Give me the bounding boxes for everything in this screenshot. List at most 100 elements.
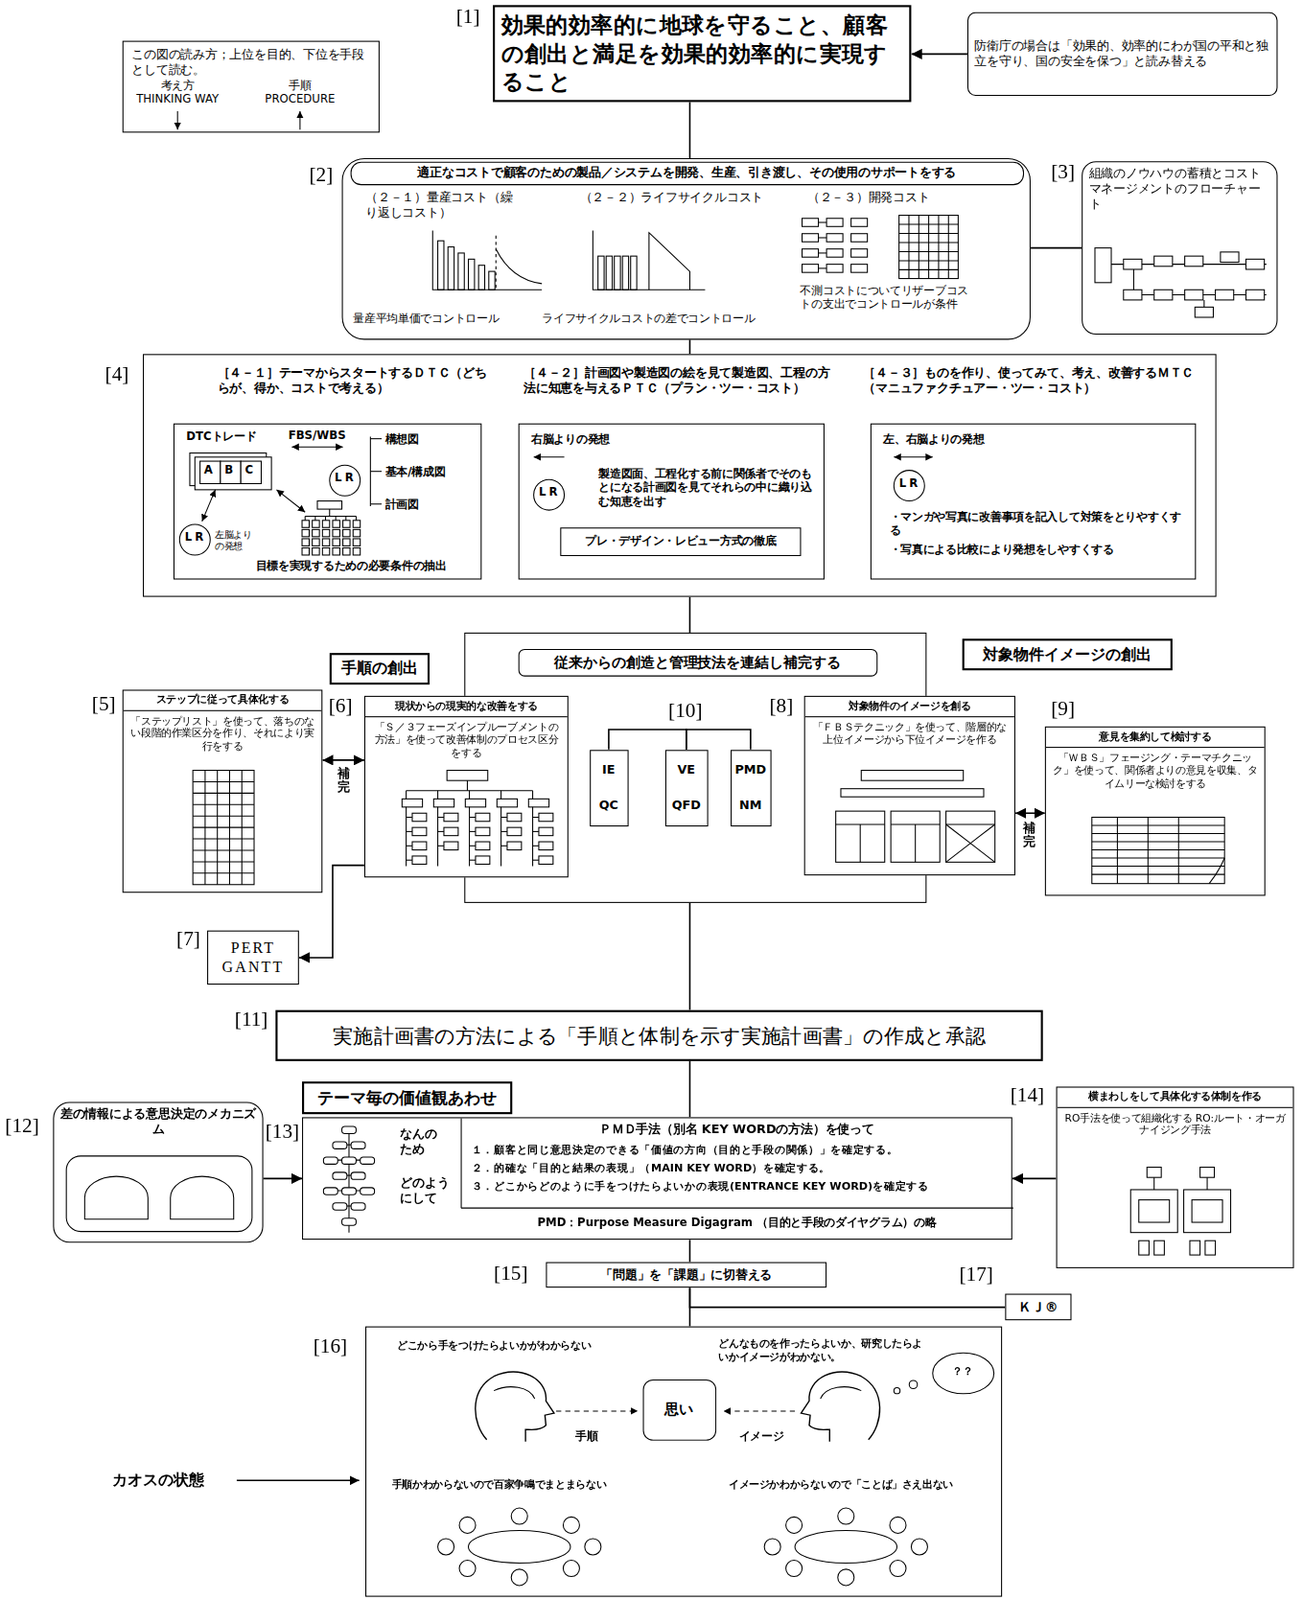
figure-rect (342, 519, 350, 527)
connector (263, 1178, 303, 1181)
callout-number: [15] (493, 1260, 528, 1284)
figure-rect (342, 1187, 357, 1195)
node-text: どのようにして (399, 1175, 453, 1207)
process-box: 従来からの創造と管理技法を連結し補完する (517, 648, 878, 676)
figure-line (369, 436, 371, 506)
figure-line (1092, 874, 1225, 876)
figure-rect (352, 529, 360, 536)
figure-line (1092, 849, 1225, 851)
figure-rect (1246, 289, 1265, 301)
figure-rect (443, 827, 459, 837)
bar (468, 258, 475, 290)
figure-line (818, 252, 828, 254)
figure-rect (1154, 1240, 1165, 1256)
node-text: 構想図 (385, 432, 478, 447)
figure-line (501, 845, 508, 847)
connector (689, 1061, 692, 1118)
person-head (786, 1560, 803, 1578)
node-text: RO手法を使って組織化する RO:ルート・オーガナイジング手法 (1063, 1112, 1287, 1139)
process-box: プレ・デザイン・レビュー方式の徹底 (559, 527, 801, 557)
node-text: ＫＪ® (1012, 1299, 1065, 1316)
figure-rect (1220, 252, 1239, 263)
figure-line (899, 251, 959, 253)
figure-rect (412, 813, 427, 822)
card-letter: C (244, 464, 254, 477)
person-head (910, 1538, 928, 1556)
callout-number: [4] (105, 362, 130, 386)
process-box: PMDNM (730, 749, 772, 827)
figure-line (299, 111, 301, 130)
callout-number: [14] (1010, 1083, 1045, 1107)
figure-line (1147, 817, 1149, 885)
figure-line (339, 1175, 358, 1177)
figure-line (370, 438, 382, 440)
brain-letter: L (899, 477, 907, 490)
step-grid (192, 770, 255, 885)
figure-line (1133, 294, 1266, 296)
figure-rect (302, 537, 309, 545)
figure-rect (1205, 1240, 1216, 1256)
figure-rect (1191, 1200, 1223, 1223)
node-text: 「ステップリスト」を使って、落ちのない段階的作業区分を作り、それにより実行をする (129, 715, 316, 754)
figure-line (438, 831, 444, 833)
node-text: イメージ (739, 1429, 801, 1444)
figure-line (276, 488, 305, 512)
figure-line (348, 1128, 350, 1234)
figure-line (370, 503, 382, 505)
figure-line (291, 445, 343, 447)
figure-rect (443, 813, 459, 822)
figure-rect (507, 813, 522, 822)
figure-line (501, 831, 508, 833)
person-head (511, 1508, 528, 1525)
figure-line (556, 1410, 638, 1412)
figure-line (469, 816, 476, 818)
callout-number: [5] (92, 692, 117, 716)
bar (478, 265, 485, 291)
heading-text: 右脳よりの発想 (531, 432, 736, 447)
figure-rect (1139, 1200, 1170, 1223)
grid (899, 215, 959, 280)
person-head (584, 1538, 602, 1556)
figure-rect (331, 529, 339, 536)
figure-line (533, 860, 539, 861)
node-text: QFD (665, 797, 707, 814)
flow-box (802, 249, 819, 258)
brain-letter: R (194, 532, 204, 545)
figure-rect (1123, 289, 1142, 301)
connector (689, 1287, 1005, 1307)
card-letter: B (224, 464, 233, 477)
flow-box (802, 233, 819, 243)
figure-line (946, 824, 996, 862)
figure-rect (475, 813, 490, 822)
process-box: テーマ毎の価値観あわせ (302, 1081, 512, 1115)
figure-rect (412, 841, 427, 851)
figure-rect (1123, 258, 1142, 270)
figure-line (192, 872, 255, 874)
connector (689, 101, 692, 159)
bar (605, 255, 612, 290)
node-text: 効果的効率的に地球を守ること、顧客の創出と満足を効果的効率的に実現すること (501, 11, 904, 96)
callout-number: [11] (234, 1006, 269, 1030)
figure-rect (528, 798, 549, 808)
heading-text: ステップに従って具体化する (123, 691, 322, 712)
figure-line (495, 235, 497, 290)
figure-rect (860, 770, 963, 782)
connector (322, 759, 365, 762)
panel-box: この図の読み方；上位を目的、下位を手段として読む。考え方 THINKING WA… (122, 41, 380, 134)
person-head (764, 1538, 781, 1556)
node-text: 「ＷＢＳ」フェージング・テーマチクニック」を使って、関係者よりの意見を収集、タイ… (1051, 751, 1258, 791)
thought-mark: ？？ (952, 1365, 973, 1377)
figure-rect (311, 547, 319, 555)
node-text: 「ＦＢＳテクニック」を使って、階層的な上位イメージから下位イメージを作る (811, 721, 1008, 747)
figure-rect (538, 856, 554, 865)
figure-rect (342, 1218, 357, 1226)
figure-line (469, 860, 476, 861)
brain-letter: R (345, 472, 354, 486)
node-text: 手順 PROCEDURE (255, 78, 345, 107)
figure-line (899, 232, 959, 234)
callout-number: [1] (456, 4, 481, 28)
process-box: 対象物件イメージの創出 (962, 638, 1173, 671)
figure-rect (443, 841, 459, 851)
figure-line (1178, 817, 1180, 885)
figure-line (1092, 858, 1225, 860)
